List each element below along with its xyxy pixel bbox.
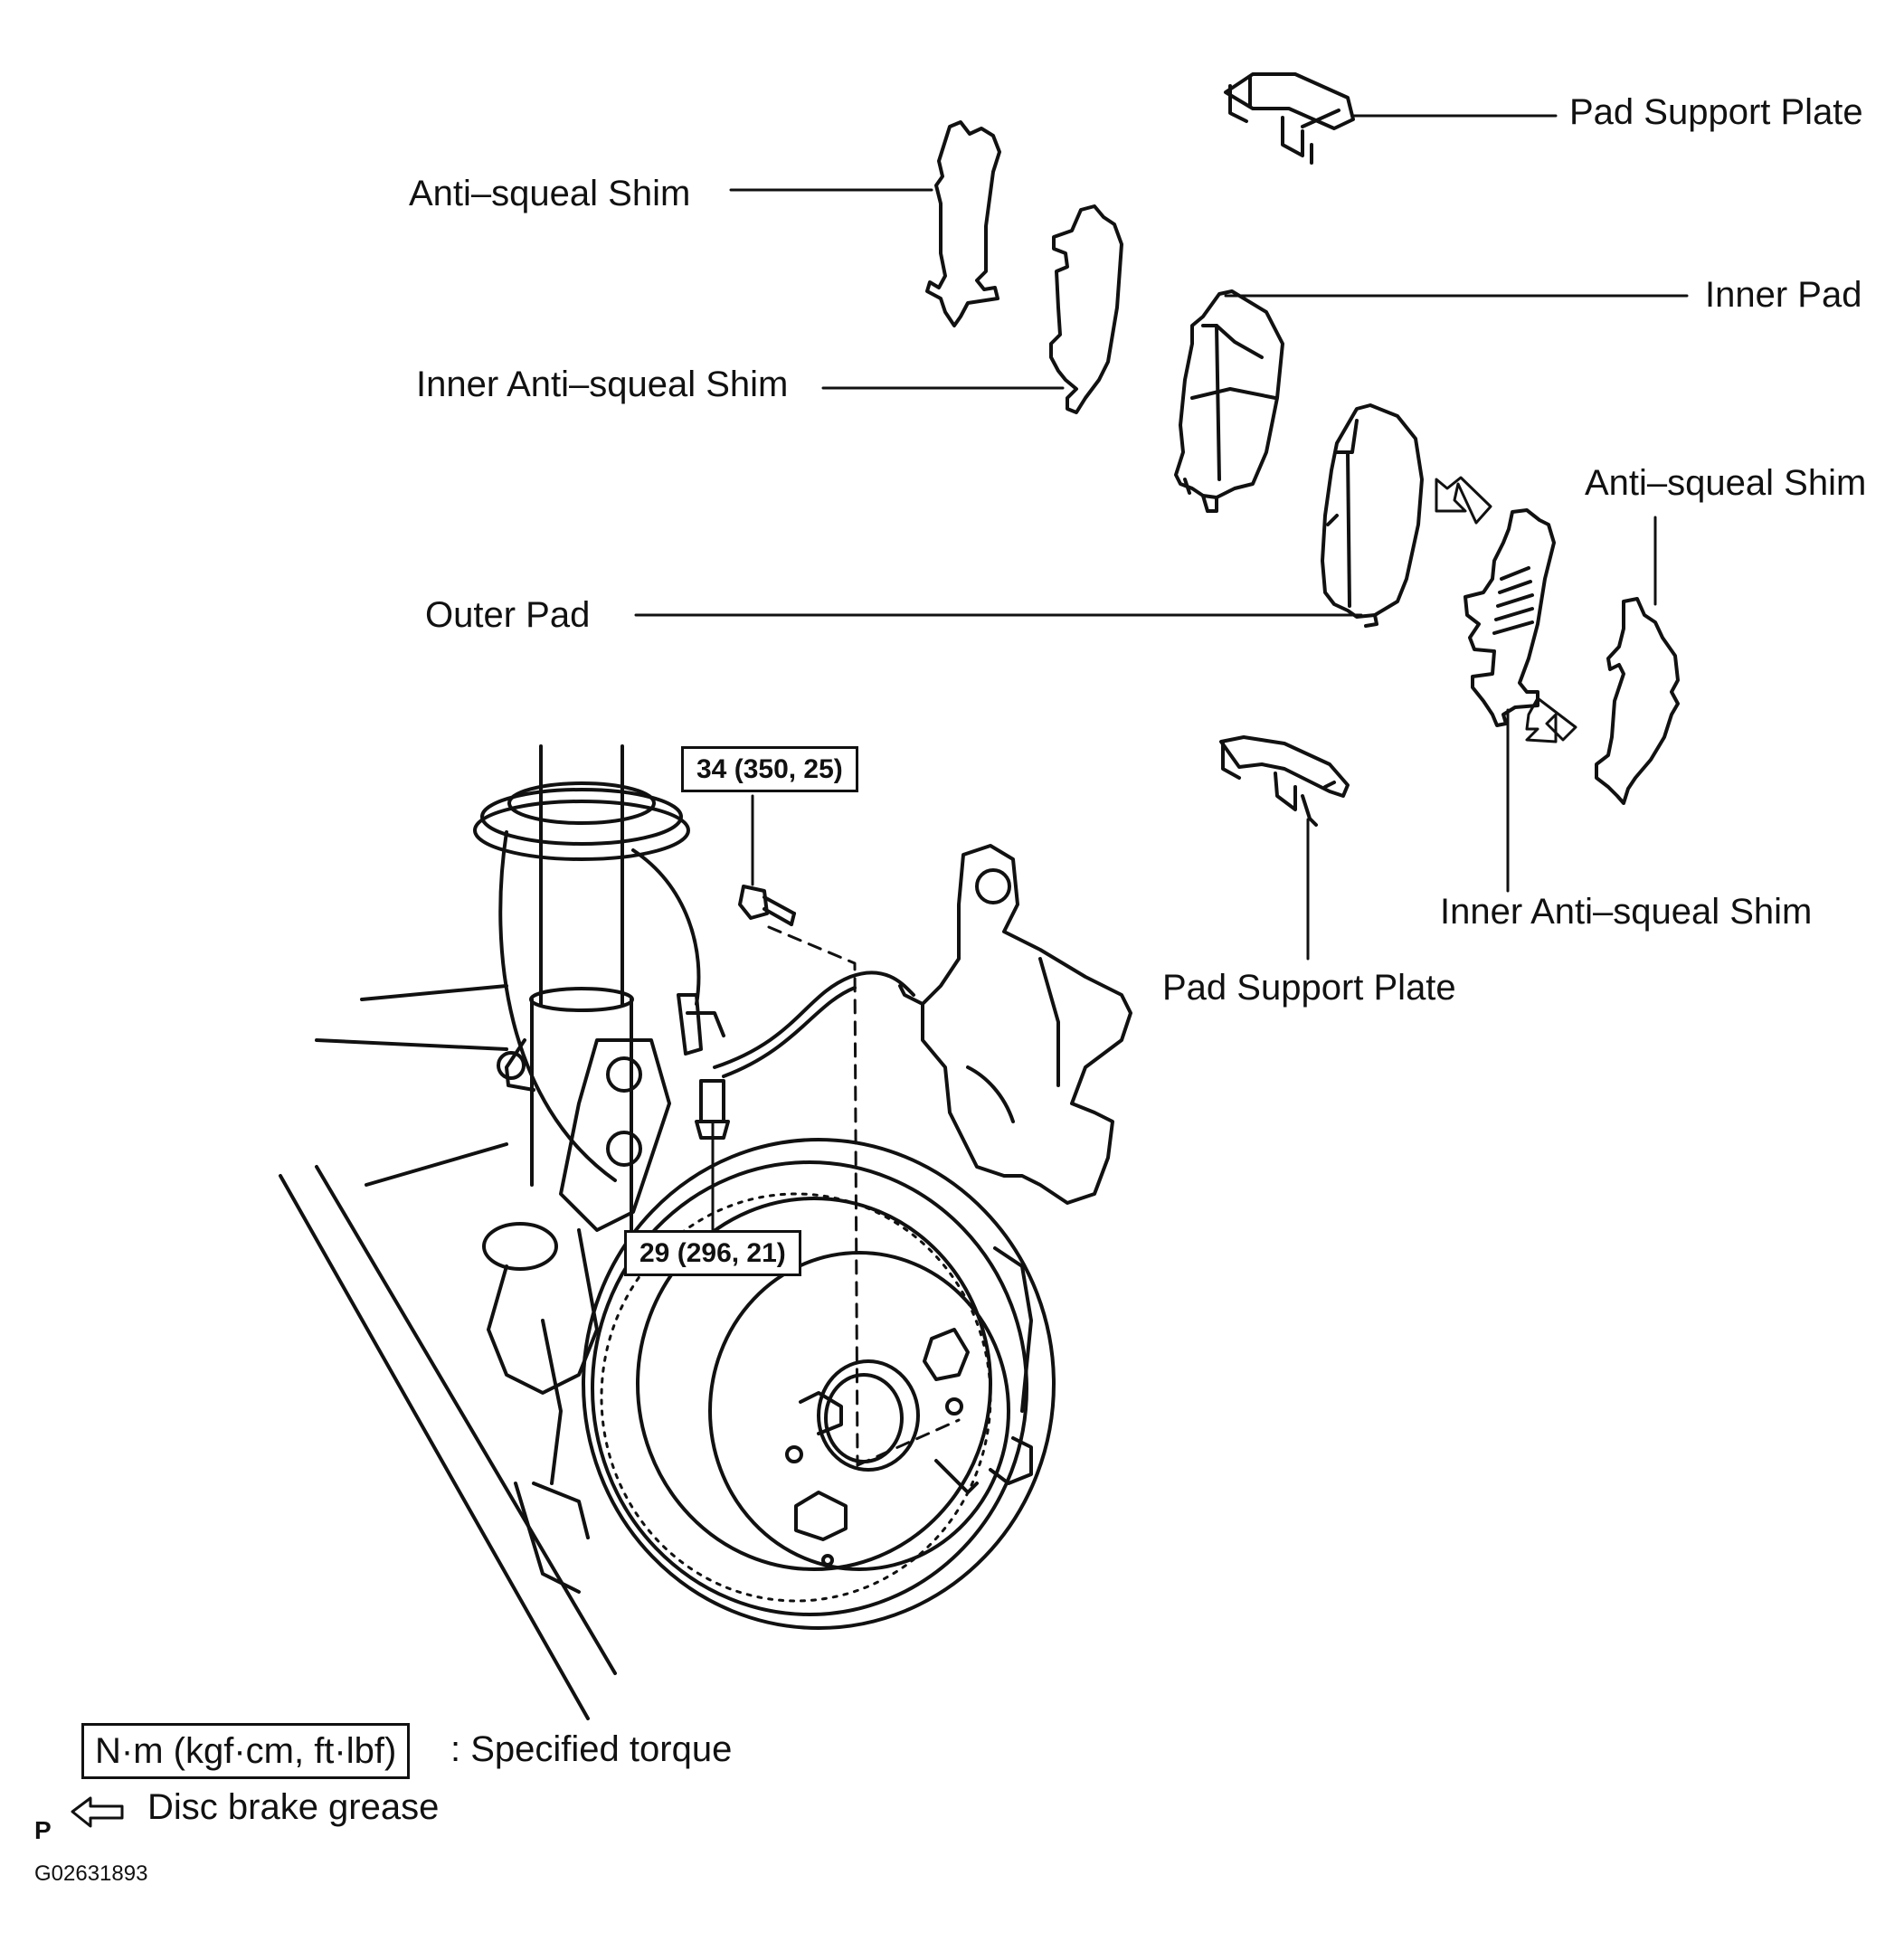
grease-arrow-bottom-icon <box>1525 696 1577 743</box>
anti-squeal-shim-right <box>1595 597 1680 805</box>
inner-anti-squeal-shim-right <box>1464 508 1556 727</box>
label-inner-pad: Inner Pad <box>1705 275 1862 315</box>
knuckle-and-arms <box>279 984 671 1720</box>
footer-letter: P <box>34 1816 52 1844</box>
label-inner-anti-squeal-shim-right: Inner Anti–squeal Shim <box>1440 892 1813 932</box>
grease-arrow-top-icon <box>1435 476 1492 525</box>
legend-grease-desc: Disc brake grease <box>147 1787 440 1827</box>
inner-pad <box>1174 289 1284 513</box>
torque-spec-lower: 29 (296, 21) <box>624 1230 801 1276</box>
label-outer-pad: Outer Pad <box>425 595 591 635</box>
brake-hose <box>677 970 915 1078</box>
label-pad-support-plate-top: Pad Support Plate <box>1569 92 1863 132</box>
torque-spec-upper: 34 (350, 25) <box>681 746 858 792</box>
pad-support-plate-top <box>1224 72 1355 165</box>
label-inner-anti-squeal-shim-left: Inner Anti–squeal Shim <box>416 365 789 404</box>
outer-pad <box>1321 403 1424 628</box>
grease-legend-arrow-icon <box>71 1796 124 1828</box>
brake-rotor <box>582 1138 1056 1630</box>
footer-code: G02631893 <box>34 1861 148 1886</box>
leader-lines <box>634 114 1689 1467</box>
inner-anti-squeal-shim-left <box>1049 204 1123 414</box>
label-anti-squeal-shim-left: Anti–squeal Shim <box>409 174 691 213</box>
legend-torque-units: N·m (kgf·cm, ft·lbf) <box>81 1723 411 1779</box>
anti-squeal-shim-left <box>925 120 1001 327</box>
pad-support-plate-bottom <box>1219 735 1350 827</box>
brake-caliper <box>898 844 1132 1205</box>
upper-bolt-icon <box>738 885 796 926</box>
strut-assembly <box>473 744 701 1250</box>
lower-bolt-icon <box>695 1079 730 1140</box>
label-anti-squeal-shim-right: Anti–squeal Shim <box>1585 463 1867 503</box>
label-pad-support-plate-bottom: Pad Support Plate <box>1162 968 1456 1008</box>
legend-torque-desc: : Specified torque <box>450 1729 733 1769</box>
